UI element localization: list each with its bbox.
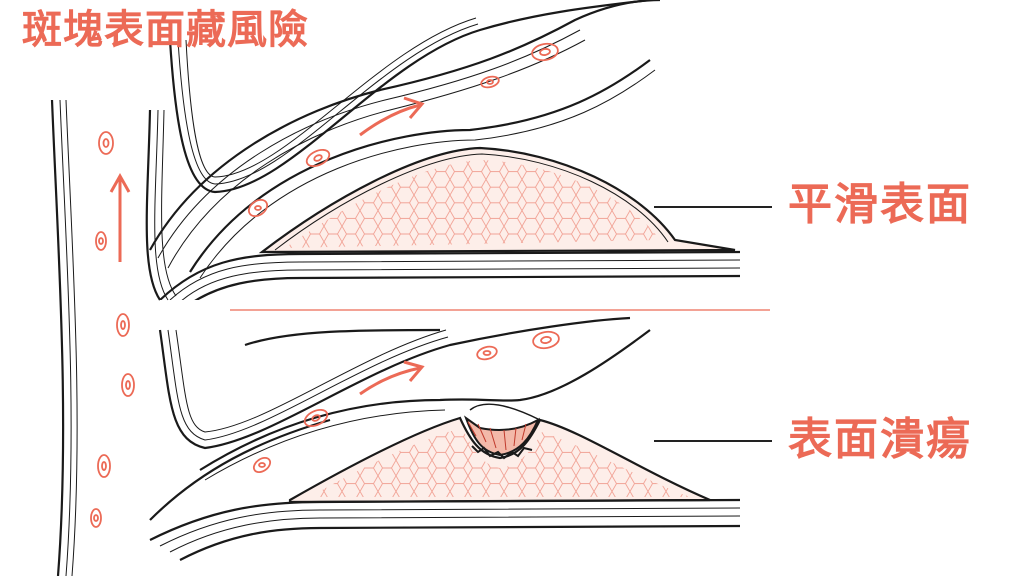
ulcer-crater: [463, 415, 541, 457]
flow-arrow-top: [359, 103, 421, 137]
diagram-title: 斑塊表面藏風險: [22, 7, 309, 53]
flow-arrow-bottom: [359, 366, 421, 396]
label-ulcerated-surface: 表面潰瘍: [788, 414, 972, 465]
leader-line-smooth: [654, 206, 772, 208]
top-panel-smooth: [95, 0, 741, 300]
label-smooth-surface: 平滑表面: [788, 179, 972, 230]
leader-line-ulcer: [654, 440, 772, 442]
main-trunk-vessel: [50, 99, 177, 576]
bottom-panel-ulcer: [90, 313, 741, 561]
